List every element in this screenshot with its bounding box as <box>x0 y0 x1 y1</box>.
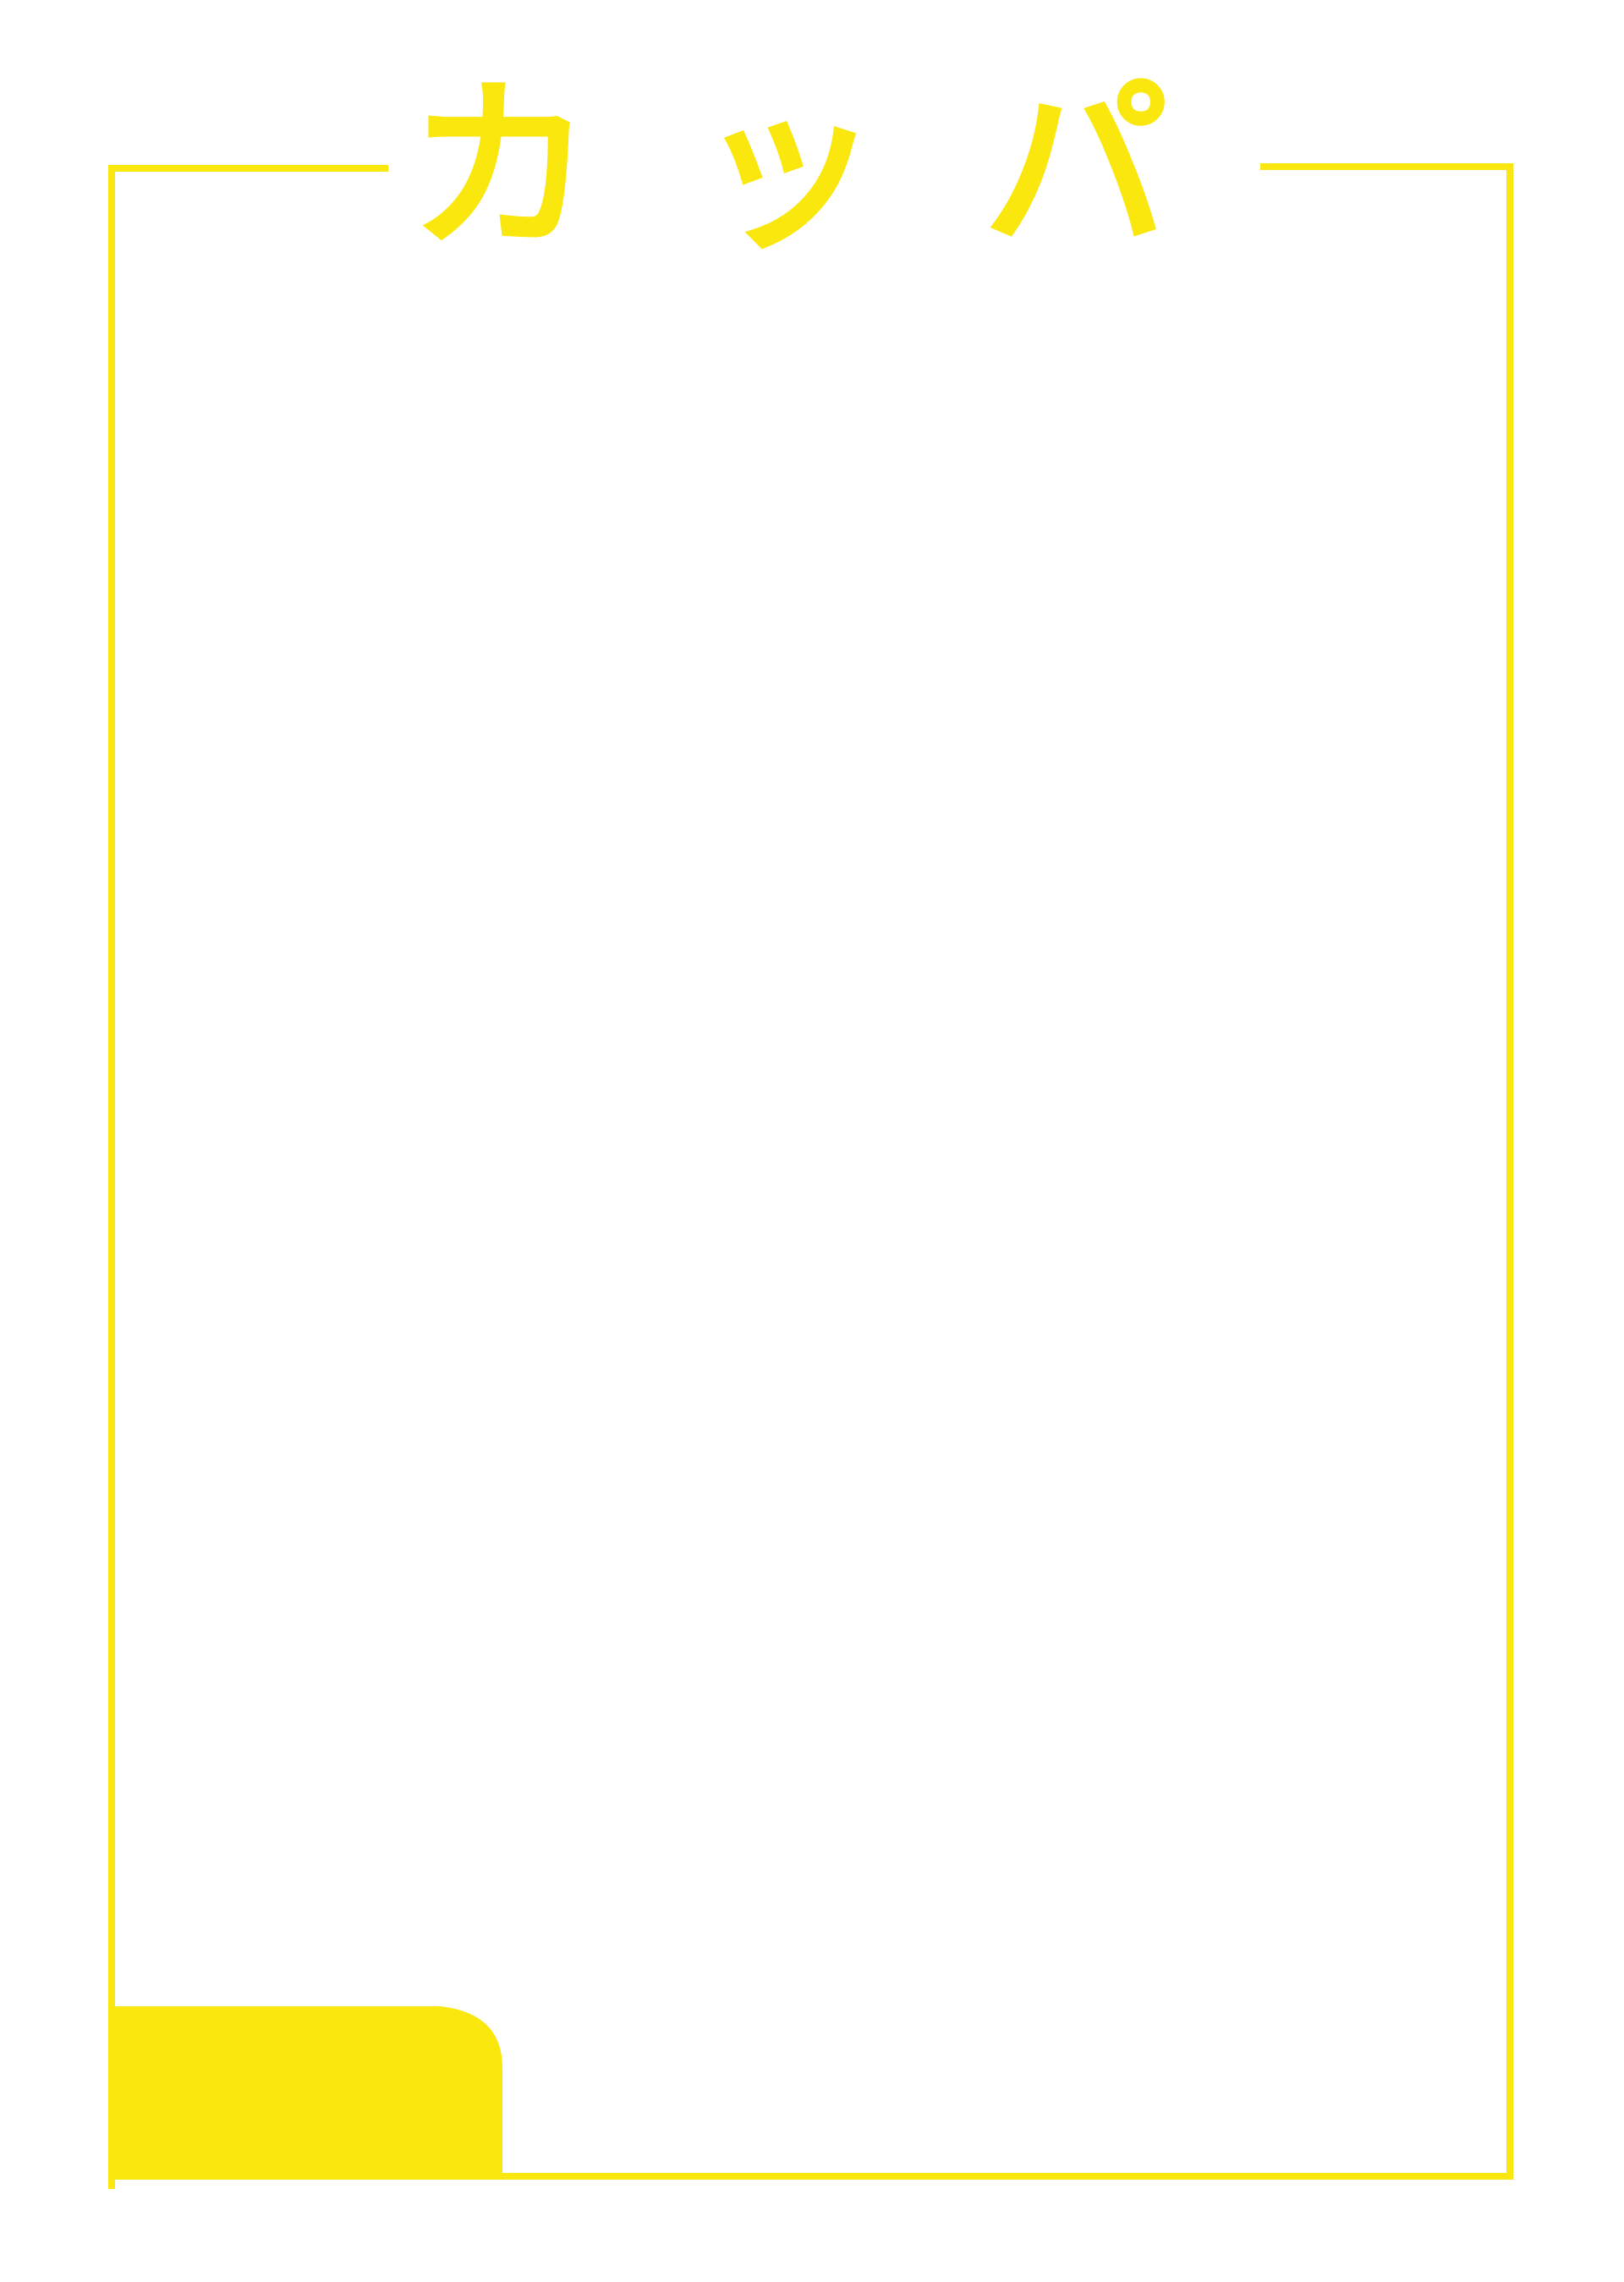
corner-tab <box>108 2006 502 2180</box>
frame-top-left-line <box>108 165 388 2189</box>
frame-right-bottom-line <box>502 163 1513 2180</box>
poster-title: カッパ <box>408 59 1270 276</box>
